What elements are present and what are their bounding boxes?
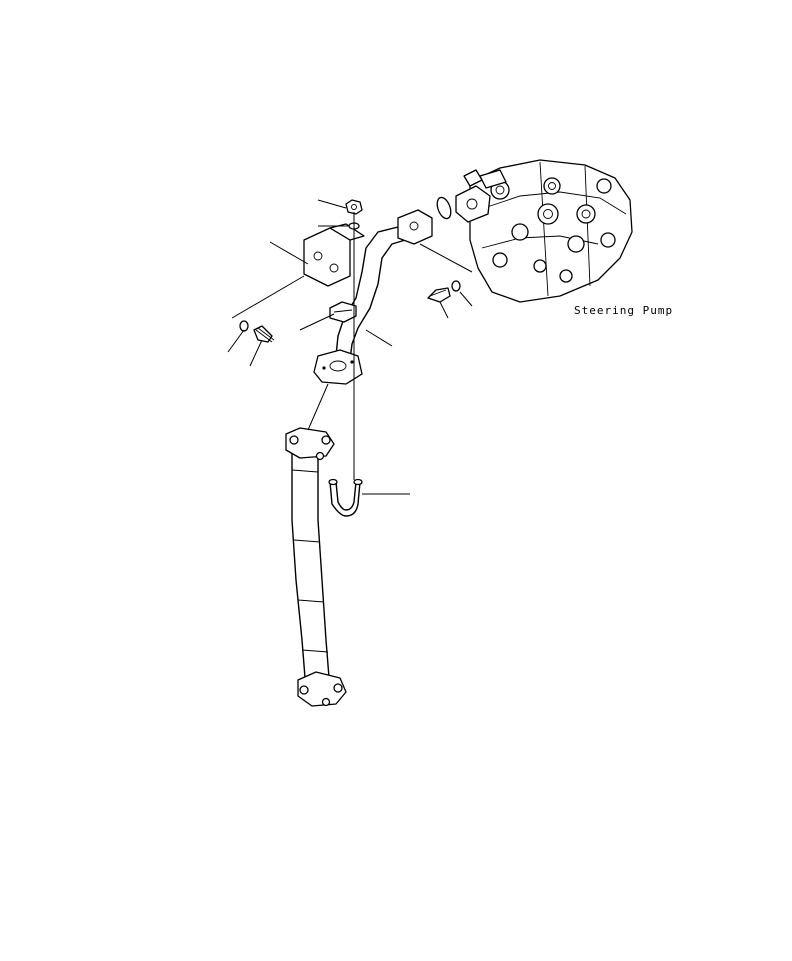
assembly-lines	[227, 199, 473, 495]
bolt-icon	[253, 325, 275, 343]
nut-icon	[345, 199, 363, 215]
steering-pump-label: Steering Pump	[574, 304, 673, 317]
o-ring-icon	[436, 196, 452, 220]
washer-icon	[239, 320, 249, 332]
clamp-icon	[329, 301, 357, 323]
u-bolt-icon	[328, 478, 363, 517]
pipe-icon	[313, 209, 433, 385]
hose-icon	[285, 427, 347, 707]
washer-icon	[451, 280, 461, 292]
bolt-icon	[427, 287, 451, 303]
bracket-icon	[303, 223, 365, 287]
steering-pump-icon	[455, 159, 633, 303]
